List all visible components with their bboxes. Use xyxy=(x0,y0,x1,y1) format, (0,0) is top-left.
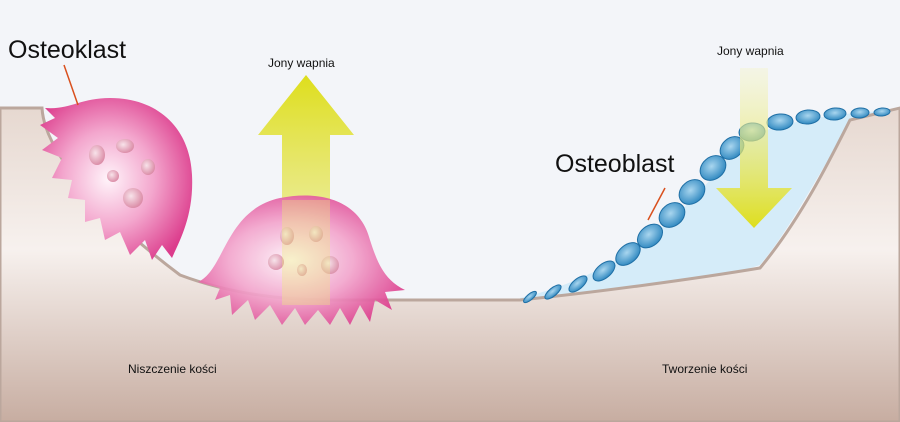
calcium-ions-label-right: Jony wapnia xyxy=(717,44,784,58)
bone-formation-label: Tworzenie kości xyxy=(662,362,748,376)
osteoclast-cell-attached xyxy=(40,98,193,260)
osteoblast-label: Osteoblast xyxy=(555,150,675,178)
osteoclast-pointer xyxy=(63,64,79,106)
osteoblast-cell xyxy=(568,275,588,293)
osteoblast-pointer xyxy=(647,187,666,221)
osteoblast-cell xyxy=(795,109,821,125)
osteoblast-cell xyxy=(823,107,847,121)
bone-resorption-label: Niszczenie kości xyxy=(128,362,217,376)
osteoblast-cell xyxy=(850,107,870,119)
osteoblast-cell xyxy=(873,107,891,117)
osteoblast-cell xyxy=(592,260,616,282)
osteoclast-cell-resorbing xyxy=(198,195,405,325)
calcium-arrow-down xyxy=(716,68,792,228)
osteoblast-cell xyxy=(544,284,562,300)
osteoblast-cell xyxy=(678,179,706,205)
osteoblast-cell xyxy=(658,202,686,228)
osteoclast-label: Osteoklast xyxy=(8,36,127,64)
osteoblast-cell xyxy=(699,155,727,181)
osteoblast-cell xyxy=(523,290,537,304)
new-bone-matrix xyxy=(520,110,900,300)
calcium-ions-label-left: Jony wapnia xyxy=(268,56,335,70)
osteoblast-cell xyxy=(636,223,664,249)
